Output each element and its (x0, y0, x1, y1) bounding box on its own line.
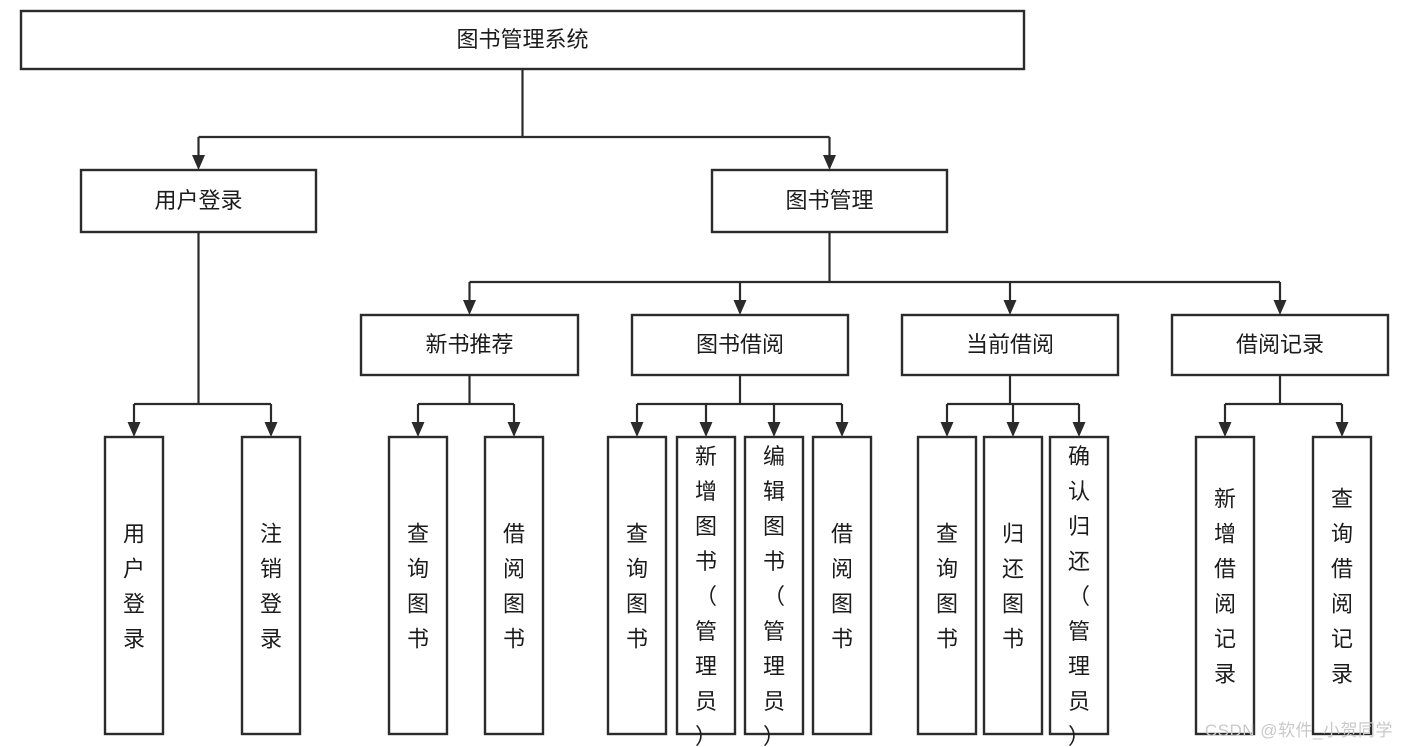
node-label-user-login: 用户登录 (154, 188, 242, 213)
node-box-leaf-query-record (1311, 435, 1373, 736)
node-box-leaf-edit-book (743, 435, 805, 736)
node-label-leaf-confirm-return: 确认归还（管理员） (1068, 444, 1090, 747)
node-label-book-manage: 图书管理 (785, 188, 873, 213)
node-leaf-query-book-2[interactable]: 查询图书 (606, 435, 668, 736)
node-current-borrow[interactable]: 当前借阅 (900, 313, 1120, 377)
node-box-leaf-confirm-return (1048, 435, 1110, 736)
node-root[interactable]: 图书管理系统 (19, 9, 1026, 71)
node-leaf-borrow-book-1[interactable]: 借阅图书 (483, 435, 545, 736)
node-box-leaf-logout (240, 435, 302, 736)
node-label-leaf-query-book-3: 查询图书 (936, 522, 958, 652)
node-leaf-return-book[interactable]: 归还图书 (982, 435, 1044, 736)
node-leaf-borrow-book-2[interactable]: 借阅图书 (811, 435, 873, 736)
node-label-leaf-user-login: 用户登录 (123, 522, 145, 652)
node-label-book-borrow: 图书借阅 (696, 332, 784, 357)
node-box-borrow-record (1170, 313, 1390, 377)
connector-from-root (192, 69, 836, 170)
node-leaf-add-record[interactable]: 新增借阅记录 (1194, 435, 1256, 736)
node-leaf-confirm-return[interactable]: 确认归还（管理员） (1048, 435, 1110, 747)
node-label-borrow-record: 借阅记录 (1236, 332, 1324, 357)
node-label-leaf-add-record: 新增借阅记录 (1214, 487, 1236, 687)
connector-from-new-book-rec (411, 375, 521, 437)
node-box-leaf-borrow-book-2 (811, 435, 873, 736)
node-label-root: 图书管理系统 (456, 27, 588, 52)
node-leaf-user-login[interactable]: 用户登录 (103, 435, 165, 736)
node-box-leaf-borrow-book-1 (483, 435, 545, 736)
connector-from-book-borrow (630, 375, 849, 437)
node-layer: 图书管理系统用户登录图书管理新书推荐图书借阅当前借阅借阅记录用户登录注销登录查询… (19, 9, 1390, 747)
node-leaf-add-book[interactable]: 新增图书（管理员） (675, 435, 737, 747)
connector-from-borrow-record (1218, 375, 1349, 437)
node-label-leaf-borrow-book-2: 借阅图书 (831, 522, 853, 652)
node-new-book-rec[interactable]: 新书推荐 (359, 313, 580, 377)
node-box-leaf-add-record (1194, 435, 1256, 736)
node-label-leaf-edit-book: 编辑图书（管理员） (763, 444, 785, 747)
node-label-new-book-rec: 新书推荐 (425, 332, 513, 357)
node-label-leaf-query-book-2: 查询图书 (626, 522, 648, 652)
node-box-leaf-user-login (103, 435, 165, 736)
node-leaf-query-book-1[interactable]: 查询图书 (387, 435, 449, 736)
node-book-borrow[interactable]: 图书借阅 (630, 313, 850, 377)
node-label-current-borrow: 当前借阅 (966, 332, 1054, 357)
node-box-root (19, 9, 1026, 71)
node-box-book-manage (710, 168, 949, 234)
node-box-new-book-rec (359, 313, 580, 377)
node-box-leaf-return-book (982, 435, 1044, 736)
node-leaf-logout[interactable]: 注销登录 (240, 435, 302, 736)
node-leaf-query-record[interactable]: 查询借阅记录 (1311, 435, 1373, 736)
node-label-leaf-logout: 注销登录 (260, 522, 282, 652)
node-label-leaf-return-book: 归还图书 (1002, 522, 1024, 652)
node-book-manage[interactable]: 图书管理 (710, 168, 949, 234)
node-box-user-login (79, 168, 318, 234)
node-box-leaf-query-book-3 (916, 435, 978, 736)
node-label-leaf-borrow-book-1: 借阅图书 (503, 522, 525, 652)
node-box-current-borrow (900, 313, 1120, 377)
node-box-leaf-add-book (675, 435, 737, 736)
node-leaf-query-book-3[interactable]: 查询图书 (916, 435, 978, 736)
connector-from-current-borrow (940, 375, 1086, 437)
node-box-book-borrow (630, 313, 850, 377)
connector-from-user-login (127, 232, 278, 437)
node-box-leaf-query-book-2 (606, 435, 668, 736)
connector-layer (127, 69, 1349, 437)
node-user-login[interactable]: 用户登录 (79, 168, 318, 234)
connector-from-book-manage (463, 232, 1287, 315)
node-label-leaf-add-book: 新增图书（管理员） (695, 444, 717, 747)
node-box-leaf-query-book-1 (387, 435, 449, 736)
node-label-leaf-query-record: 查询借阅记录 (1331, 487, 1353, 687)
node-label-leaf-query-book-1: 查询图书 (407, 522, 429, 652)
node-borrow-record[interactable]: 借阅记录 (1170, 313, 1390, 377)
node-leaf-edit-book[interactable]: 编辑图书（管理员） (743, 435, 805, 747)
